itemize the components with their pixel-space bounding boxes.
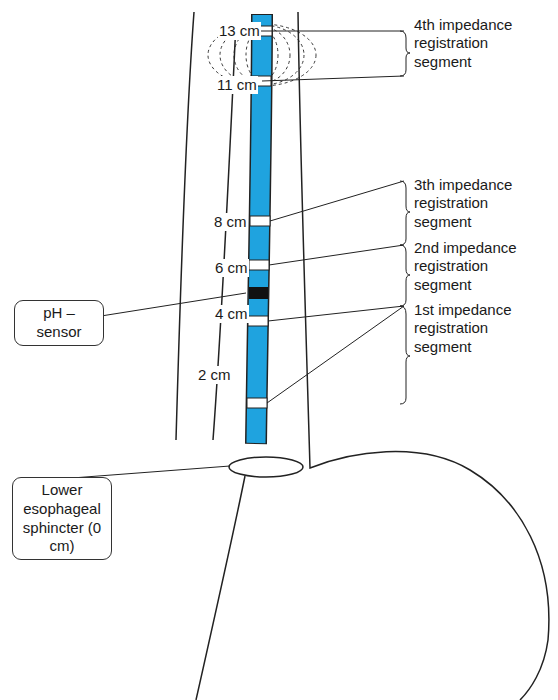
label-text: pH – sensor xyxy=(23,304,95,342)
distance-label: 6 cm xyxy=(214,259,249,277)
distance-label: 8 cm xyxy=(213,213,248,231)
ph-sensor-mark xyxy=(249,287,268,299)
sphincter-ellipse xyxy=(229,457,303,477)
stomach-left-wall xyxy=(196,476,245,700)
distance-label: 2 cm xyxy=(197,366,232,384)
label-text: Lower esophageal sphincter (0 cm) xyxy=(21,481,103,556)
segment-label: 3th impedance registration segment xyxy=(414,176,532,231)
leader-lines xyxy=(72,31,404,478)
distance-label: 11 cm xyxy=(216,76,258,94)
distance-label: 13 cm xyxy=(218,22,261,40)
segment-label: 4th impedance registration segment xyxy=(414,16,532,71)
distance-label: 4 cm xyxy=(214,305,249,323)
sphincter-label-box: Lower esophageal sphincter (0 cm) xyxy=(12,477,112,560)
brackets xyxy=(400,31,410,404)
segment-label: 1st impedance registration segment xyxy=(414,301,532,356)
segment-label: 2nd impedance registration segment xyxy=(414,239,532,294)
esophagus-left-wall xyxy=(176,12,194,440)
sensor-label-box: pH – sensor xyxy=(14,300,104,346)
esophagus-stomach-right-wall xyxy=(298,12,549,700)
